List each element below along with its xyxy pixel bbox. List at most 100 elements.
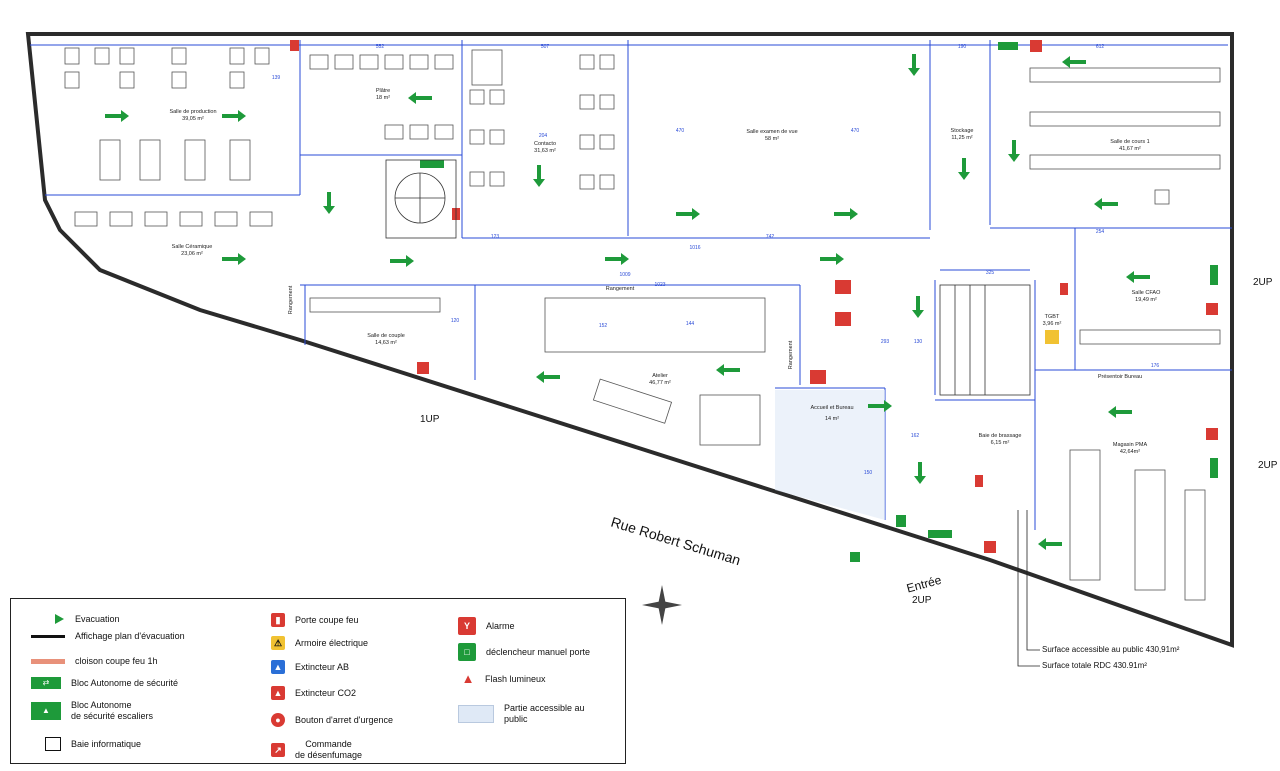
room-area: 18 m² xyxy=(376,95,390,101)
storage-label: Rangement xyxy=(288,285,294,314)
dimension-label: 150 xyxy=(864,470,873,476)
dimension-labels: 552 139 507 190 612 470 470 204 123 1016… xyxy=(272,44,1160,476)
evacuation-arrow-icon xyxy=(105,110,129,122)
total-surface-note: Surface totale RDC 430.91m² xyxy=(1042,661,1147,670)
legend: Evacuation Affichage plan d'évacuation c… xyxy=(10,598,626,764)
flash-light-icon xyxy=(835,312,851,326)
safety-light-icon xyxy=(1210,265,1218,285)
evacuation-arrow-icon xyxy=(1108,406,1132,418)
dimension-label: 152 xyxy=(599,323,608,329)
legend-label: déclencheur manuel porte xyxy=(486,646,591,657)
room-name: Accueil et Bureau xyxy=(810,405,853,411)
dimension-label: 612 xyxy=(1096,44,1105,50)
evacuation-arrow-icon xyxy=(958,158,970,180)
room-name: Salle examen de vue xyxy=(746,129,797,135)
evacuation-arrow-icon xyxy=(908,54,920,76)
evacuation-arrow-icon xyxy=(222,253,246,265)
dimension-label: 123 xyxy=(491,234,500,240)
exit-up-label: 1UP xyxy=(420,414,440,425)
dimension-label: 470 xyxy=(676,128,685,134)
room-area: 6,15 m² xyxy=(991,440,1010,446)
evacuation-arrow-icon xyxy=(912,296,924,318)
staircase xyxy=(385,159,1031,396)
flash-light-icon xyxy=(810,370,826,384)
room-area: 3,96 m² xyxy=(1043,321,1062,327)
legend-label: Flash lumineux xyxy=(485,673,546,684)
stair-safety-light-icon: ▲ xyxy=(31,702,61,720)
evacuation-arrow-icon xyxy=(914,462,926,484)
room-area: 14 m² xyxy=(825,416,839,422)
compass-rose-icon xyxy=(642,585,682,625)
exit-up-label: 2UP xyxy=(1253,277,1273,288)
evacuation-arrow-icon xyxy=(1126,271,1150,283)
legend-label: Extincteur AB xyxy=(295,661,350,672)
legend-label: Bloc Autonome de sécurité escaliers xyxy=(71,700,154,721)
public-area-swatch-icon xyxy=(458,705,494,723)
legend-label: Commande de désenfumage xyxy=(295,739,363,760)
evacuation-arrow-icon xyxy=(1008,140,1020,162)
dimension-label: 1016 xyxy=(689,245,700,251)
surface-leader-line xyxy=(1026,510,1040,651)
fire-door-icon xyxy=(1060,283,1068,295)
surface-leader-line xyxy=(1017,510,1040,667)
dimension-label: 1023 xyxy=(654,282,665,288)
evacuation-arrow-icon xyxy=(868,400,892,412)
evacuation-arrow-icon xyxy=(1038,538,1062,550)
evacuation-arrows xyxy=(105,54,1150,550)
evacuation-arrow-icon xyxy=(390,255,414,267)
room-name: Baie de brassage xyxy=(979,433,1022,439)
storage-label: Rangement xyxy=(788,340,794,369)
legend-item-fire-door: ▮ Porte coupe feu xyxy=(271,613,359,627)
dimension-label: 293 xyxy=(881,339,890,345)
inner-partitions xyxy=(30,40,1232,530)
room-area: 31,63 m² xyxy=(534,148,556,154)
evacuation-arrow-icon xyxy=(536,371,560,383)
legend-label: Evacuation xyxy=(75,613,120,624)
door-release-icon xyxy=(850,552,860,562)
flash-light-icon xyxy=(835,280,851,294)
legend-item-fire-partition: cloison coupe feu 1h xyxy=(31,656,158,667)
room-name: Salle CFAO xyxy=(1132,290,1161,296)
room-area: 39,05 m² xyxy=(182,116,204,122)
dimension-label: 139 xyxy=(272,75,281,81)
legend-label: Armoire électrique xyxy=(295,637,369,648)
dimension-label: 507 xyxy=(541,44,550,50)
alarm-icon xyxy=(984,541,996,553)
legend-item-door-release: □ déclencheur manuel porte xyxy=(458,643,590,661)
evacuation-arrow-icon xyxy=(408,92,432,104)
dimension-label: 176 xyxy=(1151,363,1160,369)
evacuation-arrow-icon xyxy=(716,364,740,376)
room-labels: Salle de production 39,05 m² Plâtre 18 m… xyxy=(169,88,1161,455)
fire-partition-line-icon xyxy=(31,659,65,664)
dimension-label: 130 xyxy=(914,339,923,345)
legend-item-electrical-cabinet: ⚠ Armoire électrique xyxy=(271,636,368,650)
public-area xyxy=(775,390,885,520)
exit-up-label: 2UP xyxy=(1258,460,1278,471)
legend-item-emergency-stop: ● Bouton d'arret d'urgence xyxy=(271,713,393,727)
room-name: Stockage xyxy=(951,128,974,134)
room-name: Salle de cours 1 xyxy=(1110,139,1149,145)
evacuation-arrow-icon xyxy=(834,208,858,220)
legend-item-network-rack: Baie informatique xyxy=(45,737,141,751)
furniture xyxy=(64,47,1221,601)
extinguisher-co2-icon xyxy=(975,475,983,487)
counter-label: Présentoir Bureau xyxy=(1098,374,1142,380)
legend-item-alarm: Y Alarme xyxy=(458,617,515,635)
room-area: 19,49 m² xyxy=(1135,297,1157,303)
legend-label: Extincteur CO2 xyxy=(295,687,357,698)
dimension-label: 120 xyxy=(451,318,460,324)
legend-item-extinguisher-ab: ▲ Extincteur AB xyxy=(271,660,349,674)
room-name: Atelier xyxy=(652,373,668,379)
fire-door-icon: ▮ xyxy=(271,613,285,627)
dimension-label: 742 xyxy=(766,234,775,240)
legend-label: Affichage plan d'évacuation xyxy=(75,631,185,641)
room-area: 14,63 m² xyxy=(375,340,397,346)
outer-walls xyxy=(25,32,1234,648)
dimension-label: 204 xyxy=(539,133,548,139)
extinguisher-co2-icon: ▲ xyxy=(271,686,285,700)
room-area: 58 m² xyxy=(765,136,779,142)
room-name: TGBT xyxy=(1045,314,1060,320)
evacuation-arrow-icon xyxy=(533,165,545,187)
evacuation-arrow-icon xyxy=(323,192,335,214)
